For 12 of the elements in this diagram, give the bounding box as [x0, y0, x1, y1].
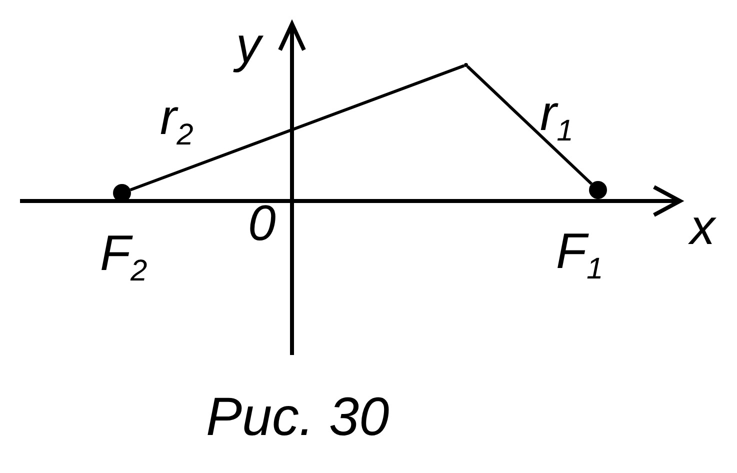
- caption: Рис. 30: [206, 390, 390, 444]
- origin-label: 0: [248, 198, 276, 248]
- point-label: F$_{1}$: [556, 226, 604, 284]
- edge-label: r$_{1}$: [540, 88, 574, 146]
- axis-label: x: [690, 202, 715, 252]
- point-label: F$_{2}$: [100, 228, 148, 286]
- focus-point: [113, 184, 131, 202]
- vertex-point: [464, 63, 468, 67]
- line-segment: [130, 64, 465, 192]
- line-segment: [466, 65, 592, 185]
- focus-point: [589, 181, 607, 199]
- edge-label: r$_{2}$: [160, 92, 194, 150]
